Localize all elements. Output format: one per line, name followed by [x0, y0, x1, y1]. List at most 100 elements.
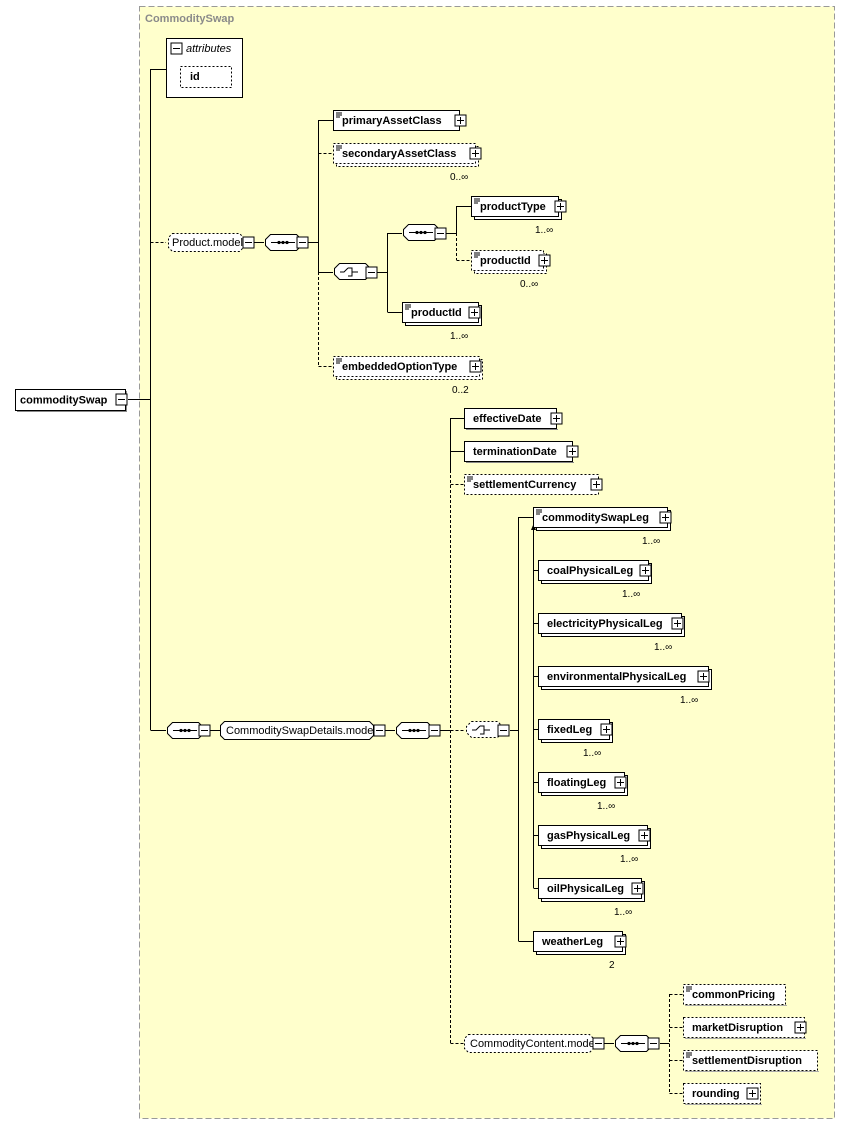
expand-icon[interactable] — [469, 147, 482, 160]
element-rounding[interactable]: rounding — [683, 1083, 763, 1105]
expand-icon[interactable] — [600, 723, 613, 736]
choice-compositor-icon — [466, 721, 510, 738]
element-label: environmentalPhysicalLeg — [547, 671, 686, 683]
element-label: effectiveDate — [473, 413, 541, 425]
sequence-compositor-icon — [403, 224, 447, 241]
expand-icon[interactable] — [631, 882, 644, 895]
root-label: commoditySwap — [20, 395, 108, 407]
cardinality: 0..∞ — [450, 172, 468, 183]
expand-icon[interactable] — [794, 1021, 807, 1034]
expand-icon[interactable] — [671, 617, 684, 630]
cardinality: 2 — [609, 960, 615, 971]
element-label: productType — [480, 201, 546, 213]
cardinality: 1..∞ — [535, 225, 553, 236]
element-environmentalphysicalleg[interactable]: environmentalPhysicalLeg 1..∞ — [538, 666, 712, 707]
cardinality: 0..2 — [452, 385, 469, 396]
element-label: fixedLeg — [547, 724, 592, 736]
element-embeddedoptiontype[interactable]: embeddedOptionType 0..2 — [333, 356, 483, 397]
element-floatingleg[interactable]: floatingLeg 1..∞ — [538, 772, 628, 813]
element-productid-required[interactable]: productId 1..∞ — [402, 302, 482, 343]
element-coalphysicalleg[interactable]: coalPhysicalLeg 1..∞ — [538, 560, 652, 601]
element-weatherleg[interactable]: weatherLeg 2 — [533, 931, 627, 972]
element-commonpricing[interactable]: commonPricing — [683, 984, 788, 1006]
element-label: terminationDate — [473, 446, 557, 458]
collapse-icon[interactable] — [242, 236, 255, 249]
attribute-id[interactable]: id — [190, 71, 200, 83]
diagram-title: CommoditySwap — [145, 13, 235, 25]
element-gasphysicalleg[interactable]: gasPhysicalLeg 1..∞ — [538, 825, 651, 866]
element-label: secondaryAssetClass — [342, 148, 456, 160]
expand-icon[interactable] — [469, 360, 482, 373]
cardinality: 1..∞ — [583, 748, 601, 759]
element-marketdisruption[interactable]: marketDisruption — [683, 1017, 807, 1039]
element-label: weatherLeg — [541, 936, 603, 948]
collapse-icon[interactable] — [170, 42, 183, 55]
choice-compositor-icon — [334, 263, 378, 280]
element-label: marketDisruption — [692, 1022, 783, 1034]
element-secondaryassetclass[interactable]: secondaryAssetClass 0..∞ — [333, 143, 482, 184]
expand-icon[interactable] — [638, 829, 651, 842]
sequence-compositor-icon — [396, 722, 441, 739]
collapse-icon[interactable] — [373, 724, 386, 737]
element-settlementcurrency[interactable]: settlementCurrency — [464, 474, 603, 495]
expand-icon[interactable] — [554, 200, 567, 213]
expand-icon[interactable] — [566, 445, 579, 458]
element-label: commonPricing — [692, 989, 775, 1001]
expand-icon[interactable] — [614, 935, 627, 948]
element-label: rounding — [692, 1088, 740, 1100]
element-label: electricityPhysicalLeg — [547, 618, 663, 630]
element-electricityphysicalleg[interactable]: electricityPhysicalLeg 1..∞ — [538, 613, 685, 654]
group-commoditycontent-model[interactable]: CommodityContent.model — [464, 1034, 605, 1053]
cardinality: 1..∞ — [614, 907, 632, 918]
element-commodityswapleg[interactable]: commoditySwapLeg 1..∞ — [533, 507, 672, 548]
element-label: coalPhysicalLeg — [547, 565, 633, 577]
element-label: primaryAssetClass — [342, 115, 442, 127]
cardinality: 1..∞ — [622, 589, 640, 600]
element-effectivedate[interactable]: effectiveDate — [464, 408, 563, 430]
attributes-label: attributes — [186, 43, 232, 55]
element-label: settlementCurrency — [473, 479, 577, 491]
element-label: commoditySwapLeg — [542, 512, 649, 524]
element-terminationdate[interactable]: terminationDate — [464, 441, 579, 463]
group-label: CommoditySwapDetails.model — [226, 725, 376, 737]
element-producttype[interactable]: productType 1..∞ — [471, 196, 567, 237]
element-label: productId — [480, 255, 531, 267]
element-productid-optional[interactable]: productId 0..∞ — [471, 250, 551, 291]
element-label: settlementDisruption — [692, 1055, 802, 1067]
complex-type-frame — [139, 6, 835, 1119]
element-label: oilPhysicalLeg — [547, 883, 624, 895]
element-label: floatingLeg — [547, 777, 606, 789]
expand-icon[interactable] — [538, 254, 551, 267]
cardinality: 0..∞ — [520, 279, 538, 290]
group-label: CommodityContent.model — [470, 1038, 597, 1050]
expand-icon[interactable] — [550, 412, 563, 425]
element-label: productId — [411, 307, 462, 319]
attributes-box: attributes id — [166, 38, 243, 98]
element-label: gasPhysicalLeg — [547, 830, 630, 842]
cardinality: 1..∞ — [597, 801, 615, 812]
group-product-model[interactable]: Product.model — [168, 233, 255, 252]
element-primaryassetclass[interactable]: primaryAssetClass — [333, 110, 467, 131]
sequence-compositor-icon — [167, 722, 211, 739]
expand-icon[interactable] — [746, 1087, 759, 1100]
element-fixedleg[interactable]: fixedLeg 1..∞ — [538, 719, 613, 760]
cardinality: 1..∞ — [642, 536, 660, 547]
collapse-icon[interactable] — [592, 1037, 605, 1050]
expand-icon[interactable] — [614, 776, 627, 789]
expand-icon[interactable] — [590, 478, 603, 491]
element-oilphysicalleg[interactable]: oilPhysicalLeg 1..∞ — [538, 878, 645, 919]
expand-icon[interactable] — [468, 306, 481, 319]
expand-icon[interactable] — [697, 670, 710, 683]
expand-icon[interactable] — [454, 114, 467, 127]
expand-icon[interactable] — [659, 511, 672, 524]
collapse-icon[interactable] — [115, 393, 128, 406]
element-settlementdisruption[interactable]: settlementDisruption — [683, 1050, 820, 1072]
group-commodityswapdetails-model[interactable]: CommoditySwapDetails.model — [220, 721, 386, 740]
root-element-commodityswap[interactable]: commoditySwap — [15, 389, 128, 413]
connector-lines — [128, 69, 683, 1094]
cardinality: 1..∞ — [680, 695, 698, 706]
sequence-compositor-icon — [265, 234, 309, 251]
expand-icon[interactable] — [639, 564, 652, 577]
cardinality: 1..∞ — [654, 642, 672, 653]
